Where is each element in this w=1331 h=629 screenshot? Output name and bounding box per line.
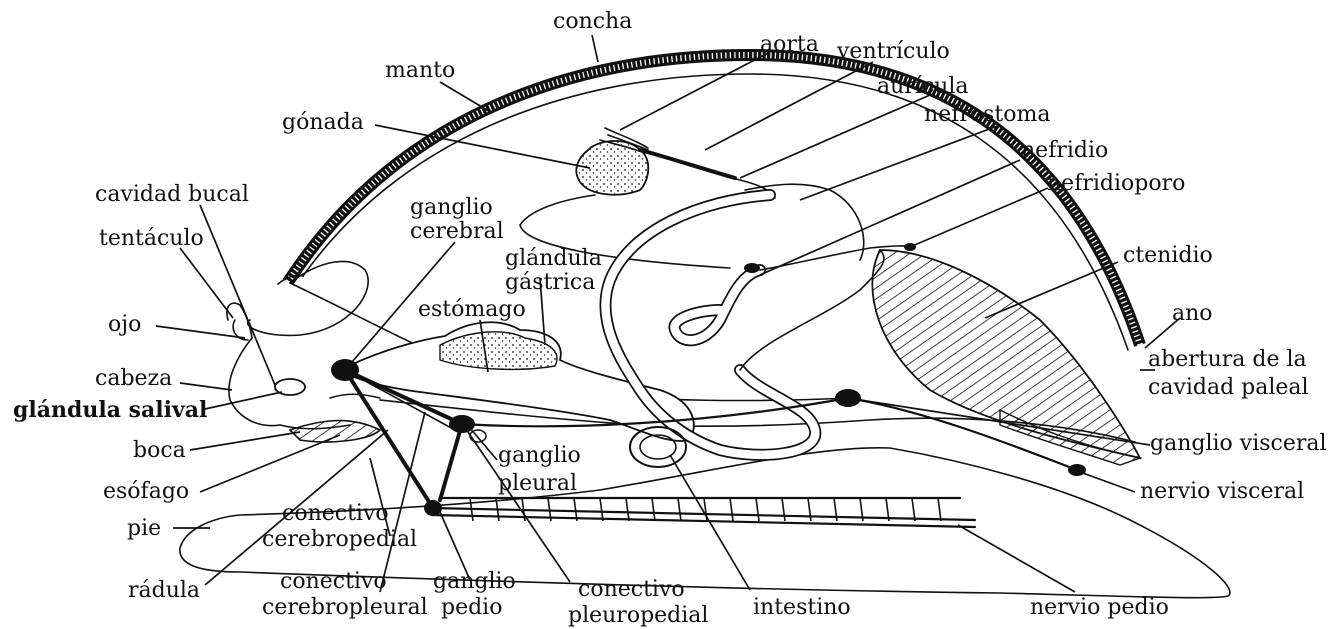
label-nefrostoma: nefrostoma — [924, 102, 1050, 127]
label-radula: rádula — [128, 578, 200, 603]
label-conectivo-cerebropleural-1: conectivo — [280, 569, 387, 594]
label-conectivo-cerebropedial-1: conectivo — [282, 501, 389, 526]
label-glandula-gastrica-1: glándula — [505, 246, 602, 271]
label-glandula-salival: glándula salival — [13, 397, 207, 423]
label-nefridioporo: nefridioporo — [1047, 171, 1185, 196]
label-conectivo-pleuropedial-1: conectivo — [578, 577, 685, 602]
pedal-cord-rung — [626, 498, 629, 521]
label-ganglio-pedio-2: pedio — [441, 595, 502, 620]
label-ganglio-pleural-1: ganglio — [498, 443, 581, 468]
label-nervio-visceral: nervio visceral — [1140, 479, 1304, 504]
label-abertura-2: cavidad paleal — [1148, 375, 1309, 400]
label-ventriculo: ventrículo — [836, 39, 950, 64]
label-ctenidio: ctenidio — [1123, 243, 1213, 268]
label-nefridio: nefridio — [1021, 138, 1108, 163]
label-ganglio-cerebral-2: cerebral — [410, 219, 504, 244]
label-conectivo-pleuropedial-2: pleuropedial — [568, 603, 708, 628]
pedal-cord-rung — [782, 498, 785, 521]
pedal-cord-rung — [678, 498, 681, 521]
pedal-cord-rung — [730, 498, 733, 521]
label-ano: ano — [1172, 301, 1213, 326]
label-conectivo-cerebropleural-2: cerebropleural — [262, 595, 428, 620]
label-ganglio-pleural-2: pleural — [498, 471, 577, 496]
label-tentaculo: tentáculo — [99, 226, 204, 251]
label-cavidad-bucal: cavidad bucal — [95, 182, 249, 207]
label-boca: boca — [133, 438, 186, 463]
label-intestino: intestino — [753, 595, 851, 620]
label-abertura-1: abertura de la — [1148, 347, 1307, 372]
label-conectivo-cerebropedial-2: cerebropedial — [262, 527, 417, 552]
label-ganglio-pedio-1: ganglio — [433, 569, 516, 594]
label-manto: manto — [385, 58, 455, 83]
label-aorta: aorta — [760, 32, 819, 57]
label-ojo: ojo — [108, 312, 141, 337]
pedal-cord-rung — [652, 498, 655, 521]
pedal-cord-rung — [808, 498, 811, 521]
label-glandula-gastrica-2: gástrica — [505, 270, 595, 295]
label-pie: pie — [127, 516, 161, 541]
label-ganglio-visceral: ganglio visceral — [1150, 431, 1327, 456]
label-ganglio-cerebral-1: ganglio — [410, 195, 493, 220]
label-estomago: estómago — [418, 297, 526, 322]
label-cabeza: cabeza — [95, 366, 172, 391]
label-nervio-pedio: nervio pedio — [1030, 595, 1169, 620]
pedal-cord-rung — [938, 498, 941, 521]
label-concha: concha — [553, 9, 632, 34]
label-auricula: aurícula — [877, 74, 968, 99]
pedal-cord-rung — [756, 498, 759, 521]
pedal-cord-rung — [600, 498, 603, 521]
label-esofago: esófago — [103, 479, 189, 504]
label-gonada: gónada — [282, 110, 364, 135]
